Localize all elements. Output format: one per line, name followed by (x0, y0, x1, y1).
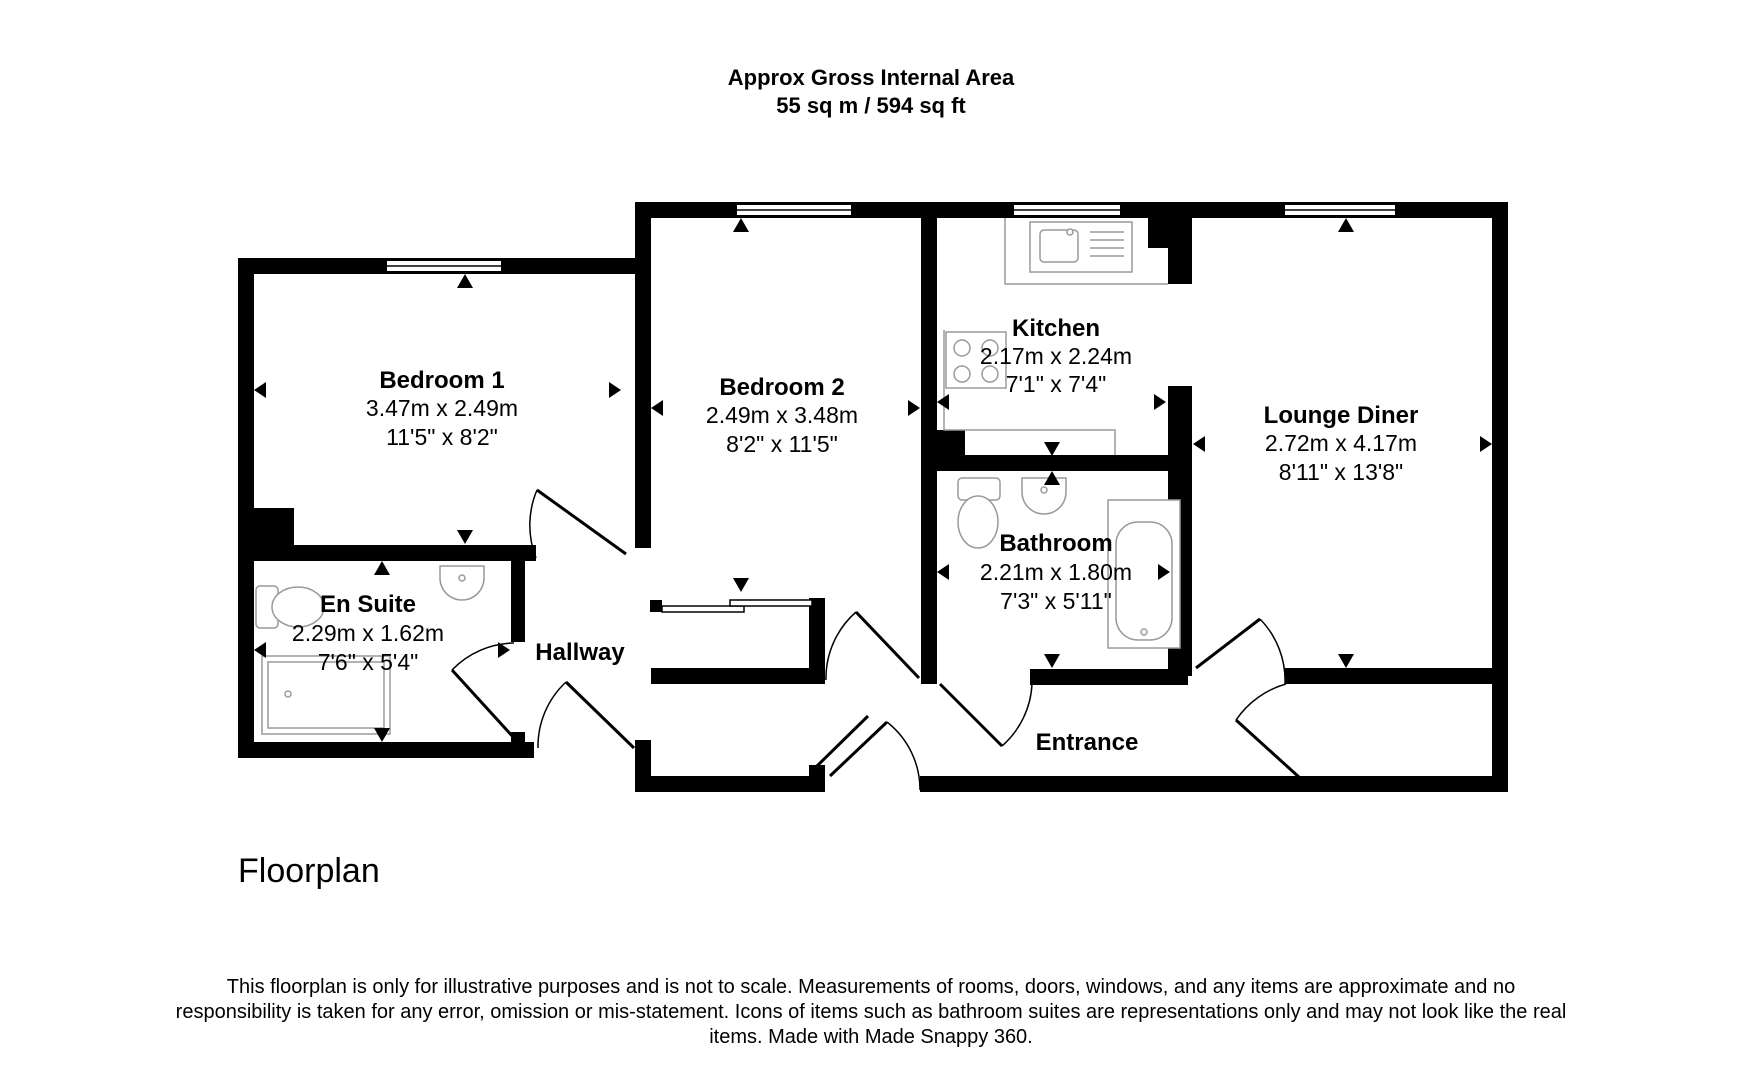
wall-ensuite-right-lower (511, 732, 525, 758)
room-imperial: 8'2" x 11'5" (726, 431, 838, 457)
room-imperial: 8'11" x 13'8" (1279, 459, 1403, 485)
wall-lounge-bottom (1285, 668, 1508, 684)
wall-bedroom1-bottom (254, 545, 536, 561)
room-metric: 3.47m x 2.49m (366, 395, 518, 421)
room-label-en-suite: En Suite 2.29m x 1.62m 7'6" x 5'4" (292, 591, 444, 675)
door-ensuite (450, 668, 516, 740)
wall-bedroom1-left (238, 258, 254, 758)
door-store (815, 714, 870, 768)
wall-kitchen-bottom (937, 455, 1177, 471)
room-name: Kitchen (1012, 315, 1100, 342)
room-label-lounge-diner: Lounge Diner 2.72m x 4.17m 8'11" x 13'8" (1264, 402, 1419, 485)
wardrobe (661, 599, 813, 613)
walls (238, 202, 1508, 792)
floorplan-caption: Floorplan (238, 852, 380, 890)
wall-bathroom-bottom (1030, 669, 1188, 685)
room-label-bedroom-1: Bedroom 1 3.47m x 2.49m 11'5" x 8'2" (366, 367, 518, 450)
room-imperial: 11'5" x 8'2" (386, 424, 498, 450)
ensuite-basin-icon (439, 565, 485, 601)
area-subtitle: 55 sq m / 594 sq ft (776, 93, 966, 118)
room-label-entrance: Entrance (1036, 729, 1139, 756)
wall-bottom-left (635, 776, 825, 792)
room-name: En Suite (320, 591, 416, 618)
disclaimer-text: This floorplan is only for illustrative … (175, 976, 1567, 1048)
wall-ensuite-bottom (238, 742, 534, 758)
room-metric: 2.21m x 1.80m (980, 559, 1132, 585)
fixtures (255, 218, 1181, 735)
wall-bedroom2-right (921, 202, 937, 684)
wall-column-bedroom1 (254, 508, 294, 548)
room-imperial: 7'6" x 5'4" (318, 649, 419, 675)
wall-hallway-left-upper (635, 202, 651, 548)
room-metric: 2.29m x 1.62m (292, 620, 444, 646)
room-name: Lounge Diner (1264, 402, 1419, 429)
room-name: Bedroom 1 (379, 367, 504, 394)
wall-right (1492, 202, 1508, 792)
room-metric: 2.72m x 4.17m (1265, 430, 1417, 456)
wall-wardrobe-right (809, 598, 825, 684)
door-bathroom (938, 682, 1004, 748)
wall-hallway-left-lower (635, 740, 651, 792)
door-entrance (1234, 718, 1302, 780)
wall-stub-wardrobe (650, 600, 662, 612)
wall-bedroom2-bottom (651, 668, 811, 684)
room-metric: 2.17m x 2.24m (980, 343, 1132, 369)
door-bedroom1 (536, 488, 627, 556)
wall-store-right (809, 765, 825, 792)
room-name: Bathroom (999, 530, 1112, 557)
bathroom-basin-icon (1021, 477, 1067, 515)
room-imperial: 7'1" x 7'4" (1006, 371, 1107, 397)
wall-ensuite-right-upper (511, 560, 525, 642)
door-lounge (1195, 617, 1261, 670)
area-title: Approx Gross Internal Area (727, 65, 1015, 90)
doors (450, 488, 1302, 791)
room-metric: 2.49m x 3.48m (706, 402, 858, 428)
room-label-bedroom-2: Bedroom 2 2.49m x 3.48m 8'2" x 11'5" (706, 374, 858, 457)
room-label-hallway: Hallway (535, 639, 625, 666)
door-bedroom2 (854, 610, 921, 680)
wall-bottom-right (920, 776, 1508, 792)
wall-kitchen-column (1168, 212, 1192, 284)
room-label-bathroom: Bathroom 2.21m x 1.80m 7'3" x 5'11" (980, 530, 1132, 614)
dimension-arrows (254, 218, 1492, 742)
room-name: Bedroom 2 (719, 374, 844, 401)
room-imperial: 7'3" x 5'11" (1000, 588, 1112, 614)
room-label-kitchen: Kitchen 2.17m x 2.24m 7'1" x 7'4" (980, 315, 1132, 397)
door-hallway (564, 680, 636, 750)
